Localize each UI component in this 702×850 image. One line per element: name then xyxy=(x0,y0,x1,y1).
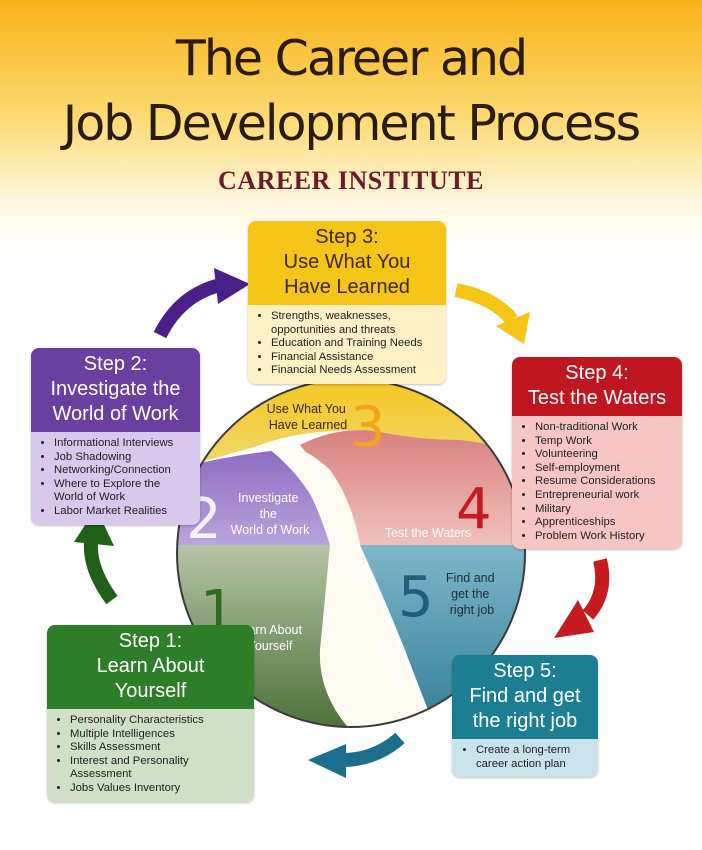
list-item: Problem Work History xyxy=(535,530,674,544)
arrow-step2-to-step3 xyxy=(153,268,250,339)
step2-header: Step 2: Investigate the World of Work xyxy=(31,348,200,432)
step5-list: Create a long-term career action plan xyxy=(452,739,598,778)
wheel-number-4: 4 xyxy=(456,477,492,542)
step3-card: Step 3: Use What You Have Learned Streng… xyxy=(248,221,446,384)
list-item: Entrepreneurial work xyxy=(535,489,674,503)
step4-list: Non-traditional Work Temp Work Volunteer… xyxy=(512,416,682,550)
wheel-label-2: Investigate the World of Work xyxy=(231,491,310,537)
list-item: Labor Market Realities xyxy=(54,505,192,519)
list-item: Financial Assistance xyxy=(271,351,438,365)
list-item: Military xyxy=(535,503,674,517)
river-path xyxy=(268,446,440,727)
brand-logo: CAREER INSTITUTE xyxy=(218,166,484,195)
step3-list: Strengths, weaknesses, opportunities and… xyxy=(248,305,446,384)
wheel-segment-4 xyxy=(300,430,525,545)
list-item: Education and Training Needs xyxy=(271,337,438,351)
list-item: Volunteering xyxy=(535,448,674,462)
step3-header: Step 3: Use What You Have Learned xyxy=(248,221,446,305)
list-item: Strengths, weaknesses, opportunities and… xyxy=(271,310,438,337)
page-title-line2: Job Development Process xyxy=(62,95,641,152)
step5-header: Step 5: Find and get the right job xyxy=(452,655,598,739)
step2-list: Informational Interviews Job Shadowing N… xyxy=(31,432,200,525)
wheel-segment-2 xyxy=(177,450,330,545)
list-item: Where to Explore the World of Work xyxy=(54,478,192,505)
list-item: Multiple Intelligences xyxy=(70,728,246,742)
list-item: Self-employment xyxy=(535,462,674,476)
list-item: Create a long-term career action plan xyxy=(476,744,590,771)
arrow-step5-to-step1 xyxy=(308,732,405,778)
step4-card: Step 4: Test the Waters Non-traditional … xyxy=(512,357,682,550)
wheel-number-3: 3 xyxy=(350,395,386,460)
list-item: Personality Characteristics xyxy=(70,714,246,728)
list-item: Financial Needs Assessment xyxy=(271,364,438,378)
step4-header: Step 4: Test the Waters xyxy=(512,357,682,416)
step5-card: Step 5: Find and get the right job Creat… xyxy=(452,655,598,778)
wheel-number-5: 5 xyxy=(398,565,434,630)
list-item: Non-traditional Work xyxy=(535,421,674,435)
list-item: Apprenticeships xyxy=(535,516,674,530)
step2-card: Step 2: Investigate the World of Work In… xyxy=(31,348,200,525)
list-item: Job Shadowing xyxy=(54,451,192,465)
wheel-label-3: Use What You Have Learned xyxy=(267,402,350,432)
list-item: Interest and Personality Assessment xyxy=(70,755,246,782)
step1-header: Step 1: Learn About Yourself xyxy=(47,625,254,709)
arrow-step4-to-step5 xyxy=(554,558,610,638)
arrow-step3-to-step4 xyxy=(454,283,530,344)
page-title-line1: The Career and xyxy=(175,30,528,87)
list-item: Temp Work xyxy=(535,435,674,449)
list-item: Jobs Values Inventory xyxy=(70,782,246,796)
list-item: Resume Considerations xyxy=(535,475,674,489)
list-item: Informational Interviews xyxy=(54,437,192,451)
wheel-label-5: Find and get the right job xyxy=(446,571,498,617)
list-item: Skills Assessment xyxy=(70,741,246,755)
step1-list: Personality Characteristics Multiple Int… xyxy=(47,709,254,802)
wheel-label-4: Test the Waters xyxy=(385,526,471,540)
arrow-step1-to-step2 xyxy=(74,508,118,605)
list-item: Networking/Connection xyxy=(54,464,192,478)
step1-card: Step 1: Learn About Yourself Personality… xyxy=(47,625,254,802)
